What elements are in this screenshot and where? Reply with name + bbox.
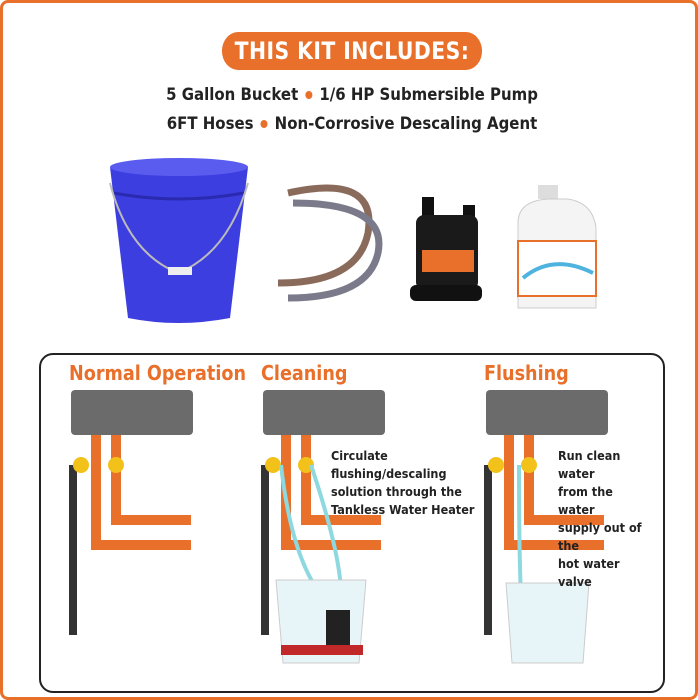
heater-cleaning <box>261 390 385 664</box>
stage-title-normal: Normal Operation <box>69 361 247 385</box>
plumbing-diagrams <box>69 390 608 664</box>
pump-image <box>410 197 482 301</box>
caption-line: Circulate <box>331 448 388 463</box>
caption-line: flushing/descaling <box>331 466 447 481</box>
stage-title-flushing: Flushing <box>484 361 569 385</box>
caption-line: from the water <box>558 484 613 517</box>
operation-diagram-panel: Normal Operation Cleaning Flushing <box>39 353 665 693</box>
caption-line: supply out of the <box>558 520 642 553</box>
caption-line: Run clean water <box>558 448 621 481</box>
bullet-dot <box>305 91 313 99</box>
caption-line: solution through the <box>331 484 462 499</box>
hoses-image <box>277 184 383 302</box>
bucket-image <box>109 158 249 323</box>
caption-line: Tankless Water Heater <box>331 502 475 517</box>
caption-line: hot water valve <box>558 556 620 589</box>
cleaning-caption: Circulate flushing/descaling solution th… <box>331 447 474 519</box>
item-hoses: 6FT Hoses <box>166 114 254 134</box>
bullet-dot <box>260 120 268 128</box>
kit-items-line-1: 5 Gallon Bucket 1/6 HP Submersible Pump <box>45 85 659 105</box>
heater-flushing <box>484 390 608 664</box>
descaler-bottle-image <box>517 185 597 309</box>
kit-title-banner: THIS KIT INCLUDES: <box>221 32 483 70</box>
flushing-caption: Run clean water from the water supply ou… <box>558 447 653 591</box>
heater-normal <box>69 390 193 635</box>
item-descaler: Non-Corrosive Descaling Agent <box>274 114 538 134</box>
item-bucket: 5 Gallon Bucket <box>166 85 299 105</box>
kit-items-line-2: 6FT Hoses Non-Corrosive Descaling Agent <box>45 114 659 134</box>
stage-title-cleaning: Cleaning <box>261 361 348 385</box>
item-pump: 1/6 HP Submersible Pump <box>319 85 538 105</box>
